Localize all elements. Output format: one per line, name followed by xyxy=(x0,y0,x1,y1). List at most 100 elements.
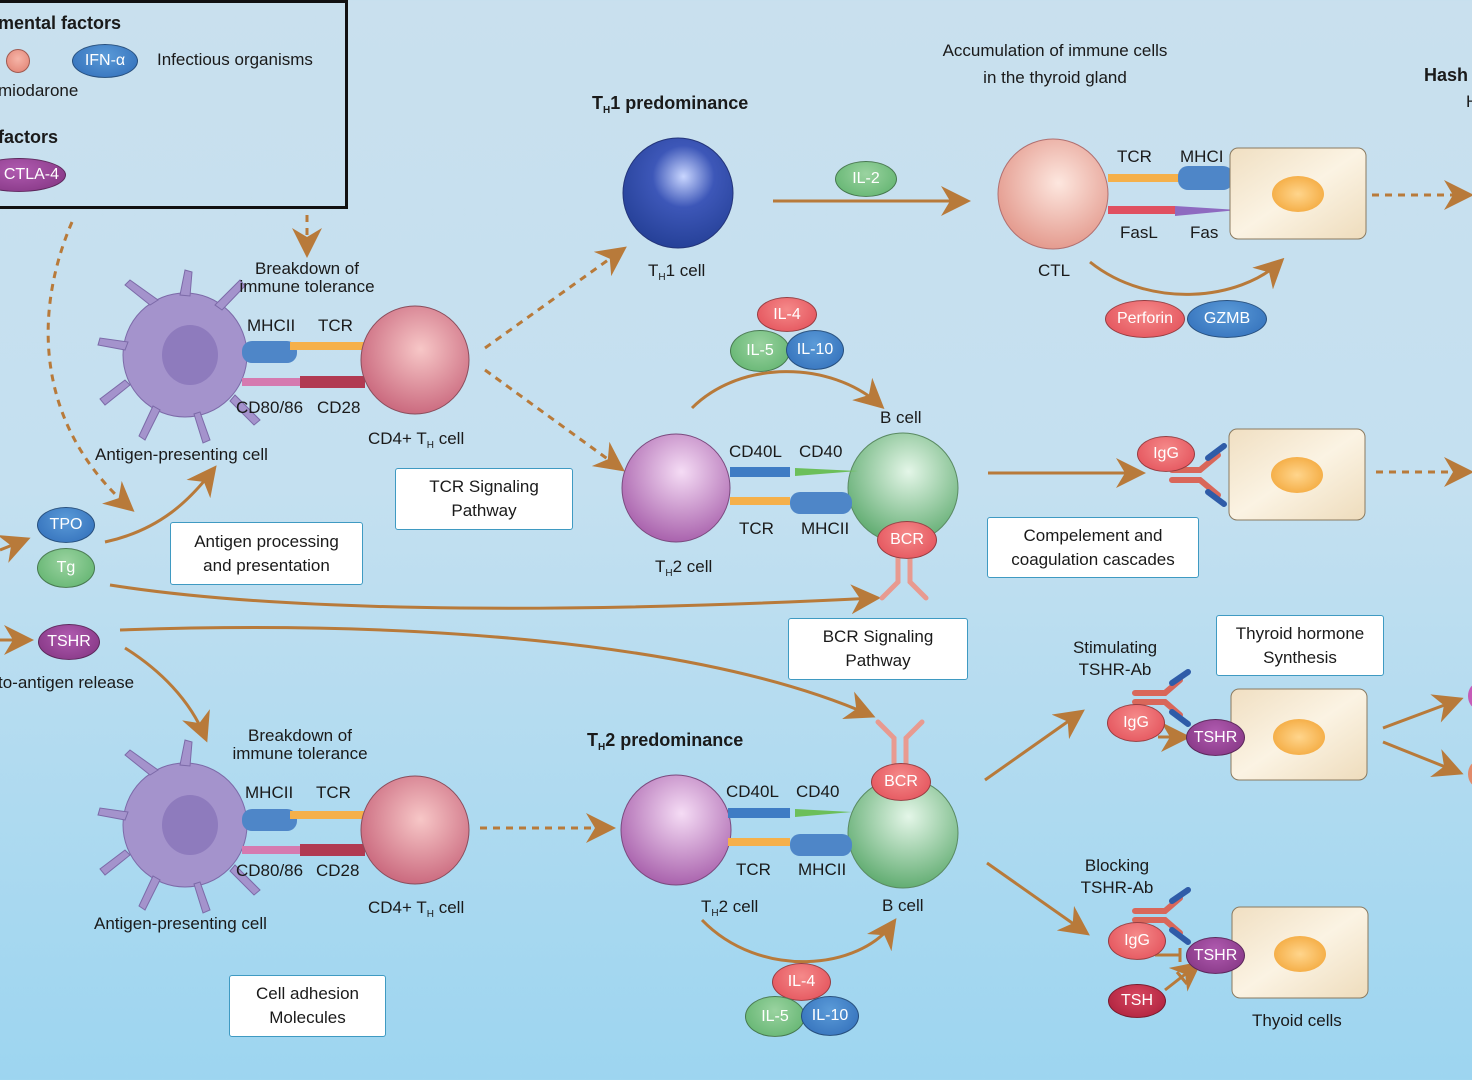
ctl-tcr-label: TCR xyxy=(1117,147,1152,166)
ctla4-badge: CTLA-4 xyxy=(0,158,66,192)
arrow-to-th2 xyxy=(484,368,625,472)
cd28-bottom-label: CD28 xyxy=(316,861,360,880)
right-edge-purple-shape xyxy=(1468,683,1472,709)
auto-antigen-release-label: to-antigen release xyxy=(0,673,135,692)
arrow-tshr-tolerance xyxy=(124,646,210,743)
arrow-to-stimulating xyxy=(984,709,1085,782)
amiodarone-icon xyxy=(6,49,30,73)
arrow-legend-to-antigens xyxy=(46,221,135,512)
arrow-tg-bcr xyxy=(109,583,881,615)
cd40l-top-label: CD40L xyxy=(729,442,782,461)
antibody-igg xyxy=(1169,443,1227,507)
cd40-top-label: CD40 xyxy=(799,442,843,461)
il10-bottom-badge: IL-10 xyxy=(801,996,859,1036)
tcr-bottom-label: TCR xyxy=(316,783,351,802)
arrow-release-tpo xyxy=(0,534,31,563)
tpo-badge: TPO xyxy=(37,507,95,543)
ctl-cell xyxy=(997,138,1109,250)
gzmb-badge: GZMB xyxy=(1187,300,1267,338)
igg-block-badge: IgG xyxy=(1108,922,1166,960)
cd40-bottom-label: CD40 xyxy=(796,782,840,801)
mhcii-th2-top-label: MHCII xyxy=(801,519,850,538)
apc-top xyxy=(97,269,365,444)
tshr-block-badge: TSHR xyxy=(1186,937,1245,974)
thyroid-cells-label: Thyoid cells xyxy=(1252,1011,1342,1030)
fas-label: Fas xyxy=(1190,223,1219,242)
antibody-block xyxy=(1132,887,1191,945)
arrow-tshr-bcr xyxy=(119,626,876,720)
bcell-top-label: B cell xyxy=(880,408,922,427)
il4-top-badge: IL-4 xyxy=(757,297,817,332)
legend-amiodarone: miodarone xyxy=(0,81,79,100)
th2-bottom-cell-label: TH2 cell xyxy=(701,897,759,919)
ifn-alpha-badge: IFN-α xyxy=(72,44,138,78)
perforin-badge: Perforin xyxy=(1105,300,1185,338)
mhci-label: MHCI xyxy=(1180,147,1224,166)
bcr-top-badge: BCR xyxy=(877,521,937,559)
th2-cell-bottom xyxy=(620,774,732,886)
arrow-cytokines-bcell xyxy=(690,370,885,410)
bcr-bottom-badge: BCR xyxy=(871,763,931,801)
arrow-th2-bcell-bottom xyxy=(700,918,897,964)
hashimoto-sub: H xyxy=(1466,92,1472,112)
tshr-antigen-badge: TSHR xyxy=(38,624,100,660)
cd4-cell-top xyxy=(360,305,470,415)
antibody-stim xyxy=(1132,669,1191,727)
th2-top-cell-label: TH2 cell xyxy=(655,557,713,579)
th2-predominance-title: TH2 predominance xyxy=(587,730,744,753)
cd4-cell-bottom xyxy=(360,775,470,885)
cd4-top-label: CD4+ TH cell xyxy=(368,429,465,451)
hashimoto-title: Hash xyxy=(1424,65,1469,85)
igg-stim-badge: IgG xyxy=(1107,704,1165,742)
arrow-to-th1 xyxy=(484,246,627,350)
th2-cell-top xyxy=(621,433,731,543)
tg-badge: Tg xyxy=(37,548,95,588)
arrow-synthesis-up xyxy=(1382,694,1464,730)
th1-cell-label: TH1 cell xyxy=(648,261,706,283)
inhibition-igg-tshr xyxy=(1155,948,1182,962)
il5-bottom-badge: IL-5 xyxy=(745,996,805,1037)
block-mark xyxy=(1175,971,1189,985)
cd80-bottom-label: CD80/86 xyxy=(236,861,304,880)
cd40l-bottom-label: CD40L xyxy=(726,782,779,801)
thyroid-cells xyxy=(1228,147,1369,999)
legend-genetic-title: factors xyxy=(0,127,59,147)
legend-box xyxy=(0,0,348,209)
tcr-top-label: TCR xyxy=(318,316,353,335)
fasl-label: FasL xyxy=(1120,223,1158,242)
apc-top-label: Antigen-presenting cell xyxy=(95,445,268,464)
apc-bottom-label: Antigen-presenting cell xyxy=(94,914,267,933)
dashed-arrows xyxy=(46,180,1472,843)
tcr-th2-bottom-label: TCR xyxy=(736,860,771,879)
cd4-bottom-label: CD4+ TH cell xyxy=(368,898,465,920)
bcr-bottom-antibody xyxy=(875,719,925,768)
mhcii-top-label: MHCII xyxy=(247,316,296,335)
il5-top-badge: IL-5 xyxy=(730,330,790,372)
th1-cell xyxy=(622,137,734,249)
cd80-top-label: CD80/86 xyxy=(236,398,304,417)
apc-bottom xyxy=(97,739,365,914)
right-edge-orange-shape xyxy=(1468,761,1472,787)
ctl-label: CTL xyxy=(1038,261,1071,280)
tsh-badge: TSH xyxy=(1108,984,1166,1018)
legend-env-title: mental factors xyxy=(0,13,122,33)
cd28-top-label: CD28 xyxy=(317,398,361,417)
il4-bottom-badge: IL-4 xyxy=(772,963,831,1001)
solid-arrows xyxy=(0,186,1464,992)
mhcii-bottom-label: MHCII xyxy=(245,783,294,802)
legend-infectious: Infectious organisms xyxy=(157,50,313,69)
arrow-synthesis-down xyxy=(1382,740,1464,778)
il10-top-badge: IL-10 xyxy=(786,330,844,370)
